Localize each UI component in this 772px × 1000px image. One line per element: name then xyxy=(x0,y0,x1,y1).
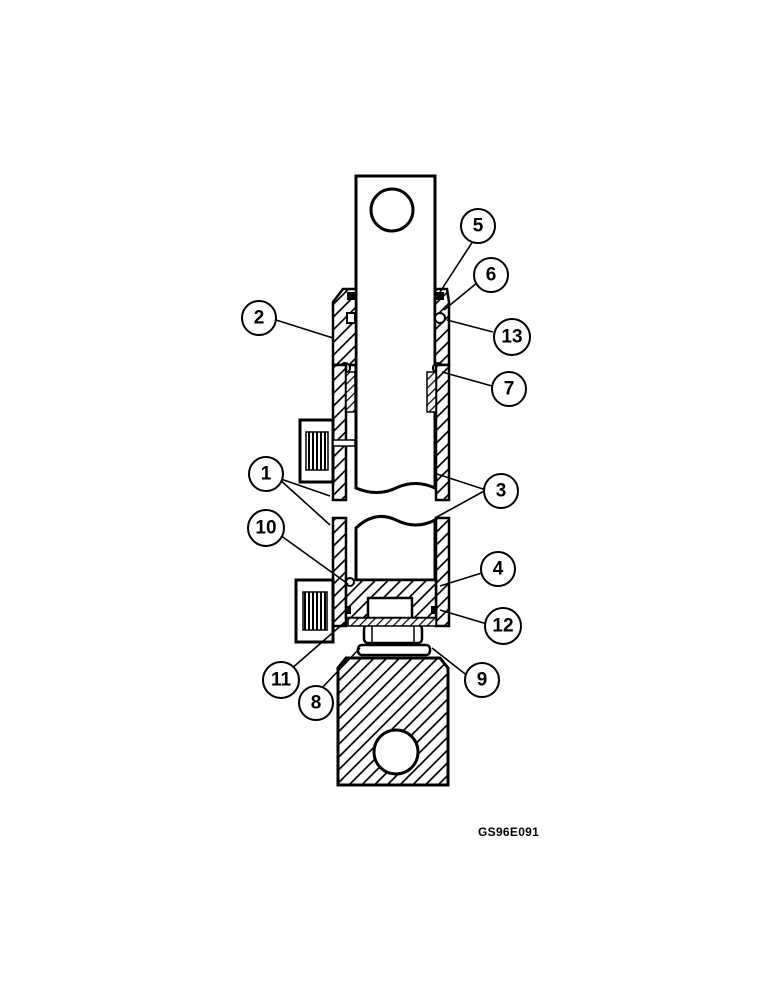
callout-9: 9 xyxy=(464,662,500,698)
svg-text:13: 13 xyxy=(501,327,522,348)
piston-seal-left xyxy=(345,577,355,587)
upper-port-fitting xyxy=(298,418,356,484)
callout-1: 1 xyxy=(248,456,284,492)
piston-seal-right xyxy=(431,606,437,614)
callout-5: 5 xyxy=(460,208,496,244)
leader-lines xyxy=(275,237,494,691)
cylinder-base xyxy=(336,656,450,787)
wiper-seal-left xyxy=(347,292,355,300)
svg-text:11: 11 xyxy=(271,670,292,691)
lower-port-fitting xyxy=(294,578,335,644)
wiper-seal-right xyxy=(436,292,444,300)
svg-text:5: 5 xyxy=(473,216,484,237)
cylinder-barrel-upper xyxy=(331,363,451,502)
piston-seal-left-lower xyxy=(345,606,351,614)
svg-text:9: 9 xyxy=(477,670,488,691)
callout-11: 11 xyxy=(262,661,300,699)
callout-6: 6 xyxy=(473,257,509,293)
rod-eye-hole xyxy=(369,187,415,233)
svg-text:12: 12 xyxy=(492,616,513,637)
svg-text:4: 4 xyxy=(493,559,504,580)
washer xyxy=(356,643,432,657)
figure-code: GS96E091 xyxy=(478,825,539,839)
callout-10: 10 xyxy=(247,509,285,547)
o-ring-right xyxy=(434,312,446,324)
base-eye-hole xyxy=(372,728,420,776)
svg-text:10: 10 xyxy=(255,518,276,539)
callout-13: 13 xyxy=(493,318,531,356)
svg-text:1: 1 xyxy=(261,464,272,485)
rod-seal-left xyxy=(346,312,356,324)
callout-4: 4 xyxy=(480,551,516,587)
svg-text:7: 7 xyxy=(504,379,515,400)
callout-12: 12 xyxy=(484,607,522,645)
svg-text:3: 3 xyxy=(496,481,507,502)
svg-text:2: 2 xyxy=(254,308,265,329)
piston xyxy=(344,577,438,657)
callout-7: 7 xyxy=(491,371,527,407)
piston-rod-lower xyxy=(354,514,437,582)
callout-8: 8 xyxy=(298,685,334,721)
callout-2: 2 xyxy=(241,300,277,336)
piston-rod xyxy=(354,174,437,494)
svg-text:8: 8 xyxy=(311,693,322,714)
svg-text:6: 6 xyxy=(486,265,497,286)
callout-3: 3 xyxy=(483,473,519,509)
